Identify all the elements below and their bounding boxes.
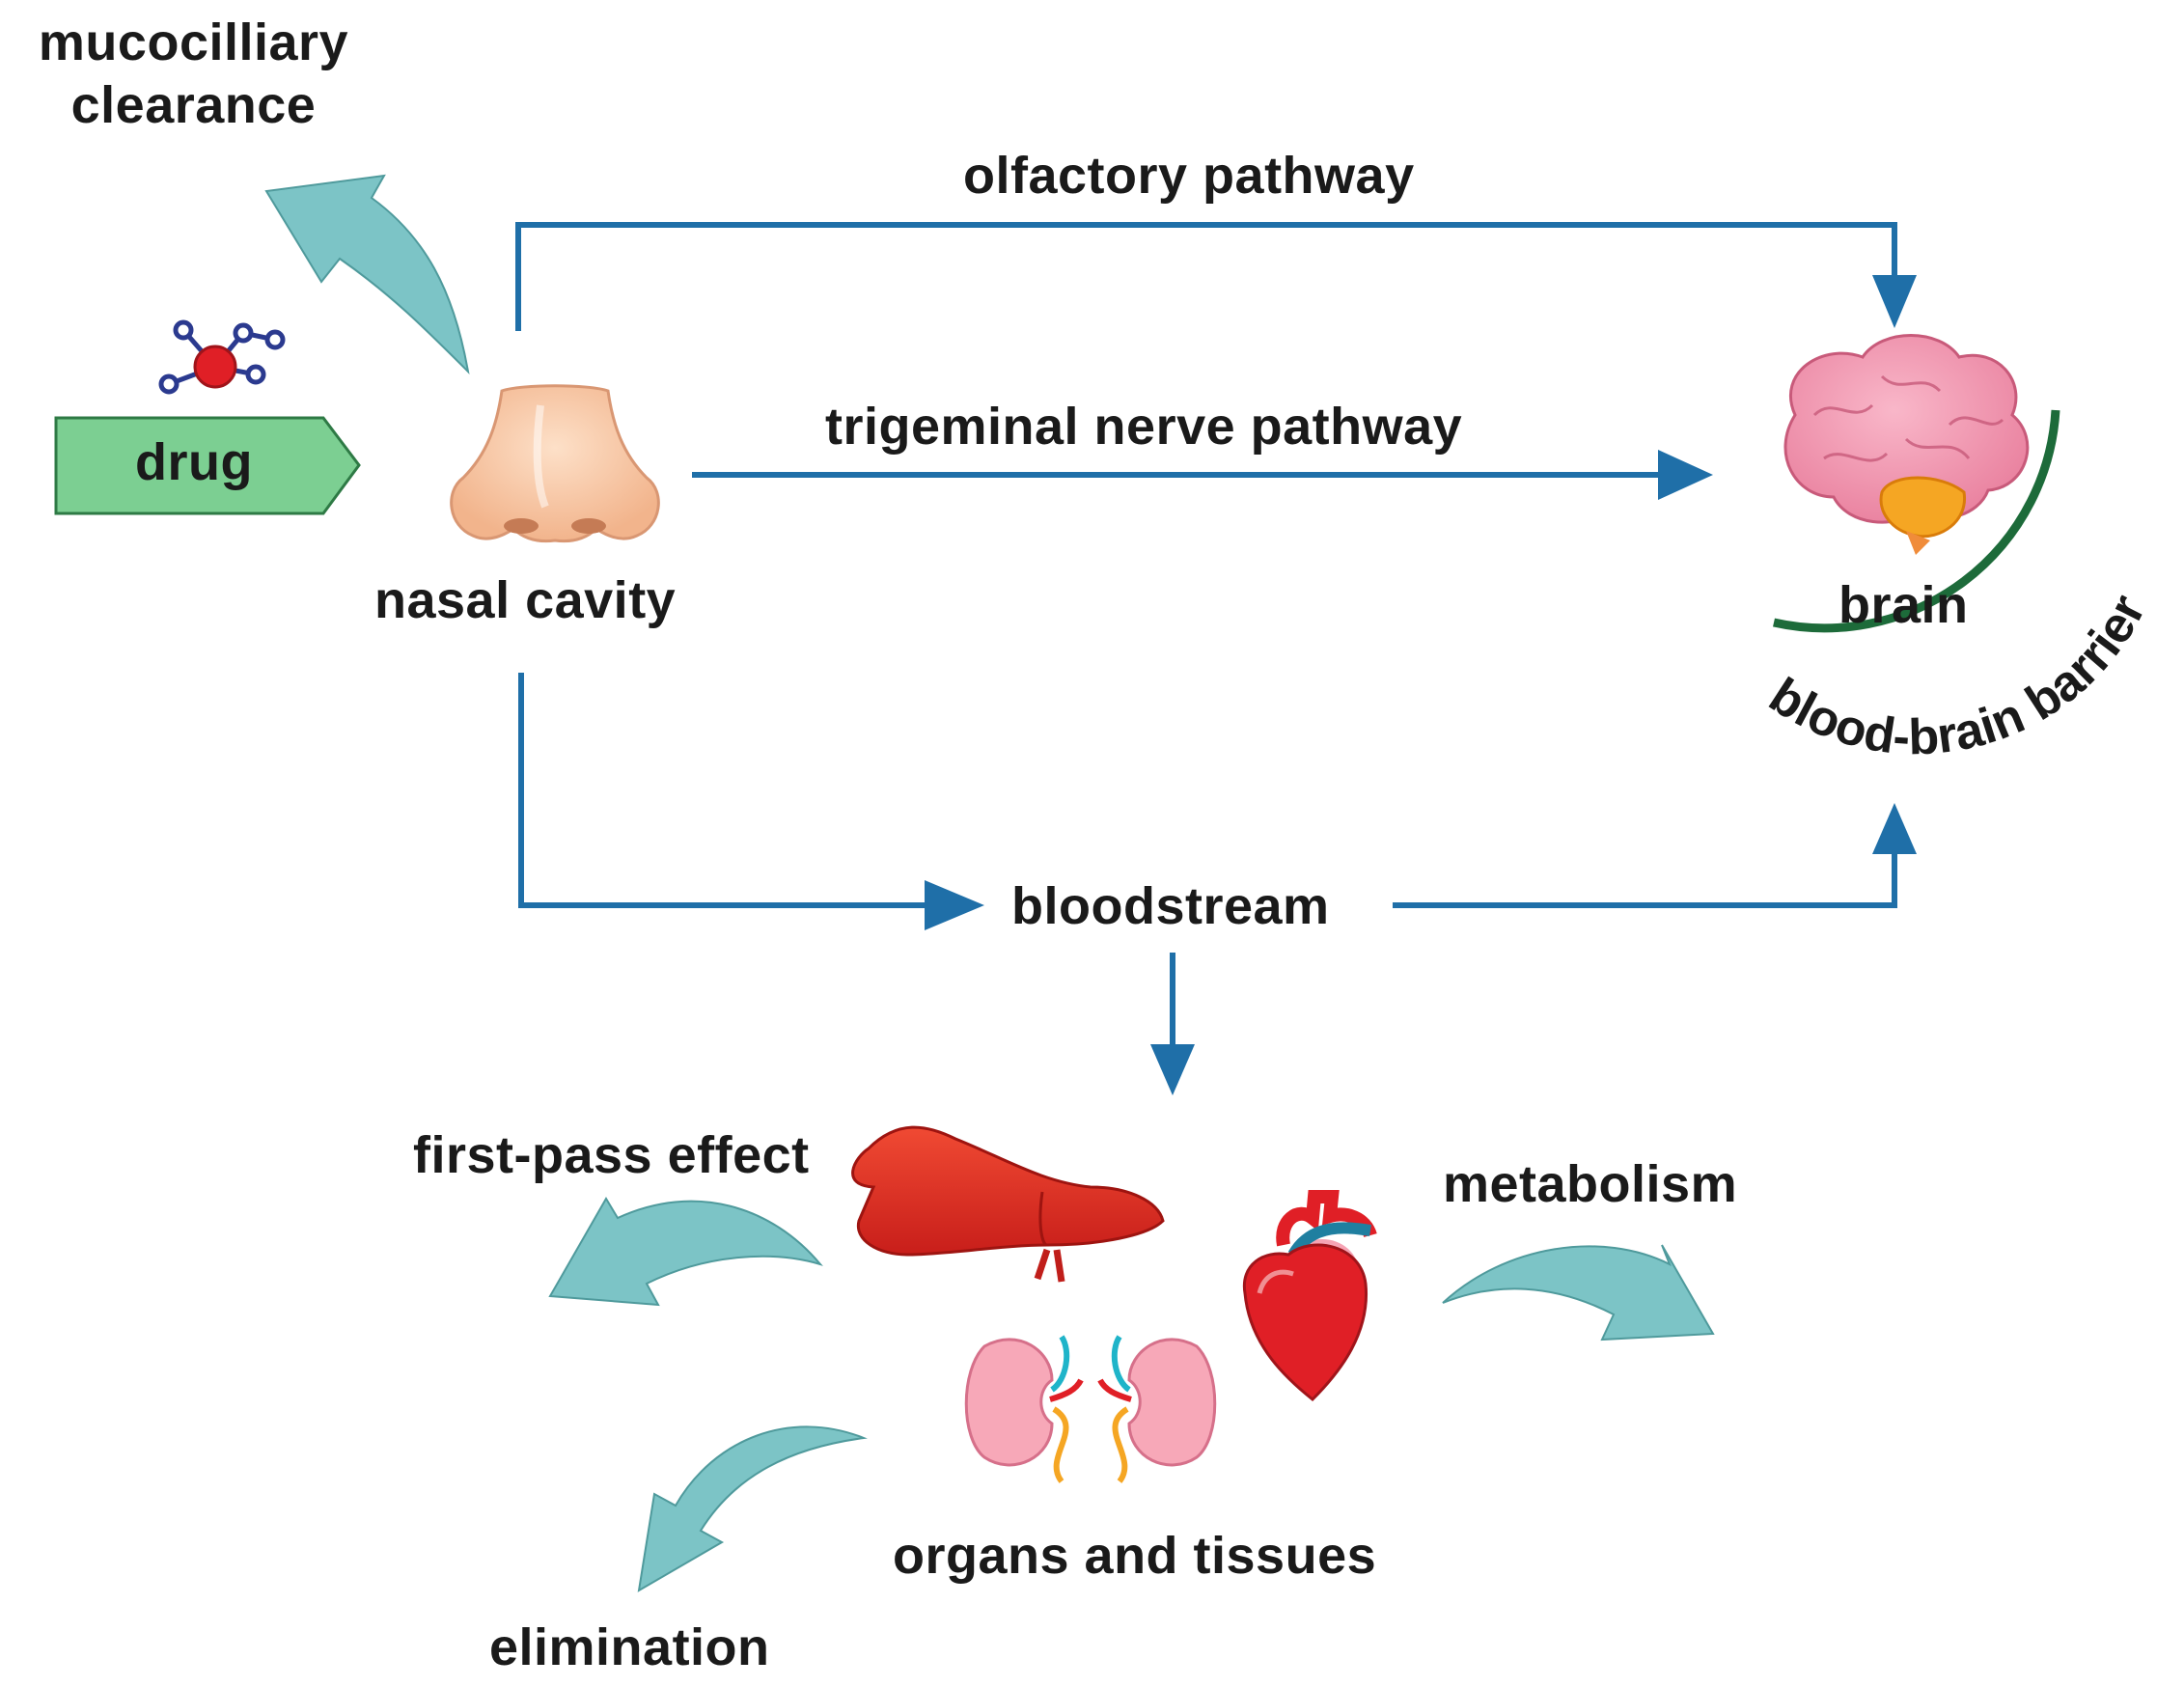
nasal-to-bloodstream-arrow <box>518 673 926 908</box>
metabolism-label: metabolism <box>1443 1155 1738 1213</box>
mucociliary-curved-arrow <box>264 174 470 374</box>
olfactory-pathway-label: olfactory pathway <box>963 147 1415 205</box>
elimination-curved-arrow <box>637 1425 868 1592</box>
elimination-label: elimination <box>489 1618 770 1676</box>
bloodstream-to-brain-arrow <box>1393 849 1897 908</box>
first-pass-curved-arrow <box>548 1197 823 1307</box>
drug-label: drug <box>135 433 253 491</box>
blood-brain-barrier-arc <box>1773 409 2060 633</box>
bloodstream-label: bloodstream <box>1011 877 1330 935</box>
trigeminal-pathway-label: trigeminal nerve pathway <box>825 398 1463 456</box>
curved-arrows <box>264 174 1715 1592</box>
liver-icon <box>851 1125 1165 1283</box>
first-pass-effect-label: first-pass effect <box>413 1126 810 1184</box>
pathway-arrows <box>515 222 1897 1047</box>
olfactory-pathway-arrow <box>515 222 1897 331</box>
pathway-arrowheads <box>925 275 1917 1095</box>
nasal-cavity-label: nasal cavity <box>374 571 677 629</box>
brain-label: brain <box>1838 576 1969 634</box>
organs-tissues-label: organs and tissues <box>893 1527 1377 1585</box>
heart-icon <box>1242 1190 1377 1402</box>
nose-icon <box>450 384 660 543</box>
kidneys-icon <box>964 1335 1217 1483</box>
mucociliary-clearance-label: mucocilliary clearance <box>38 14 349 134</box>
molecule-icon <box>158 319 286 395</box>
drug-box <box>54 416 361 515</box>
brain-icon <box>1783 334 2030 555</box>
metabolism-curved-arrow <box>1442 1244 1715 1341</box>
